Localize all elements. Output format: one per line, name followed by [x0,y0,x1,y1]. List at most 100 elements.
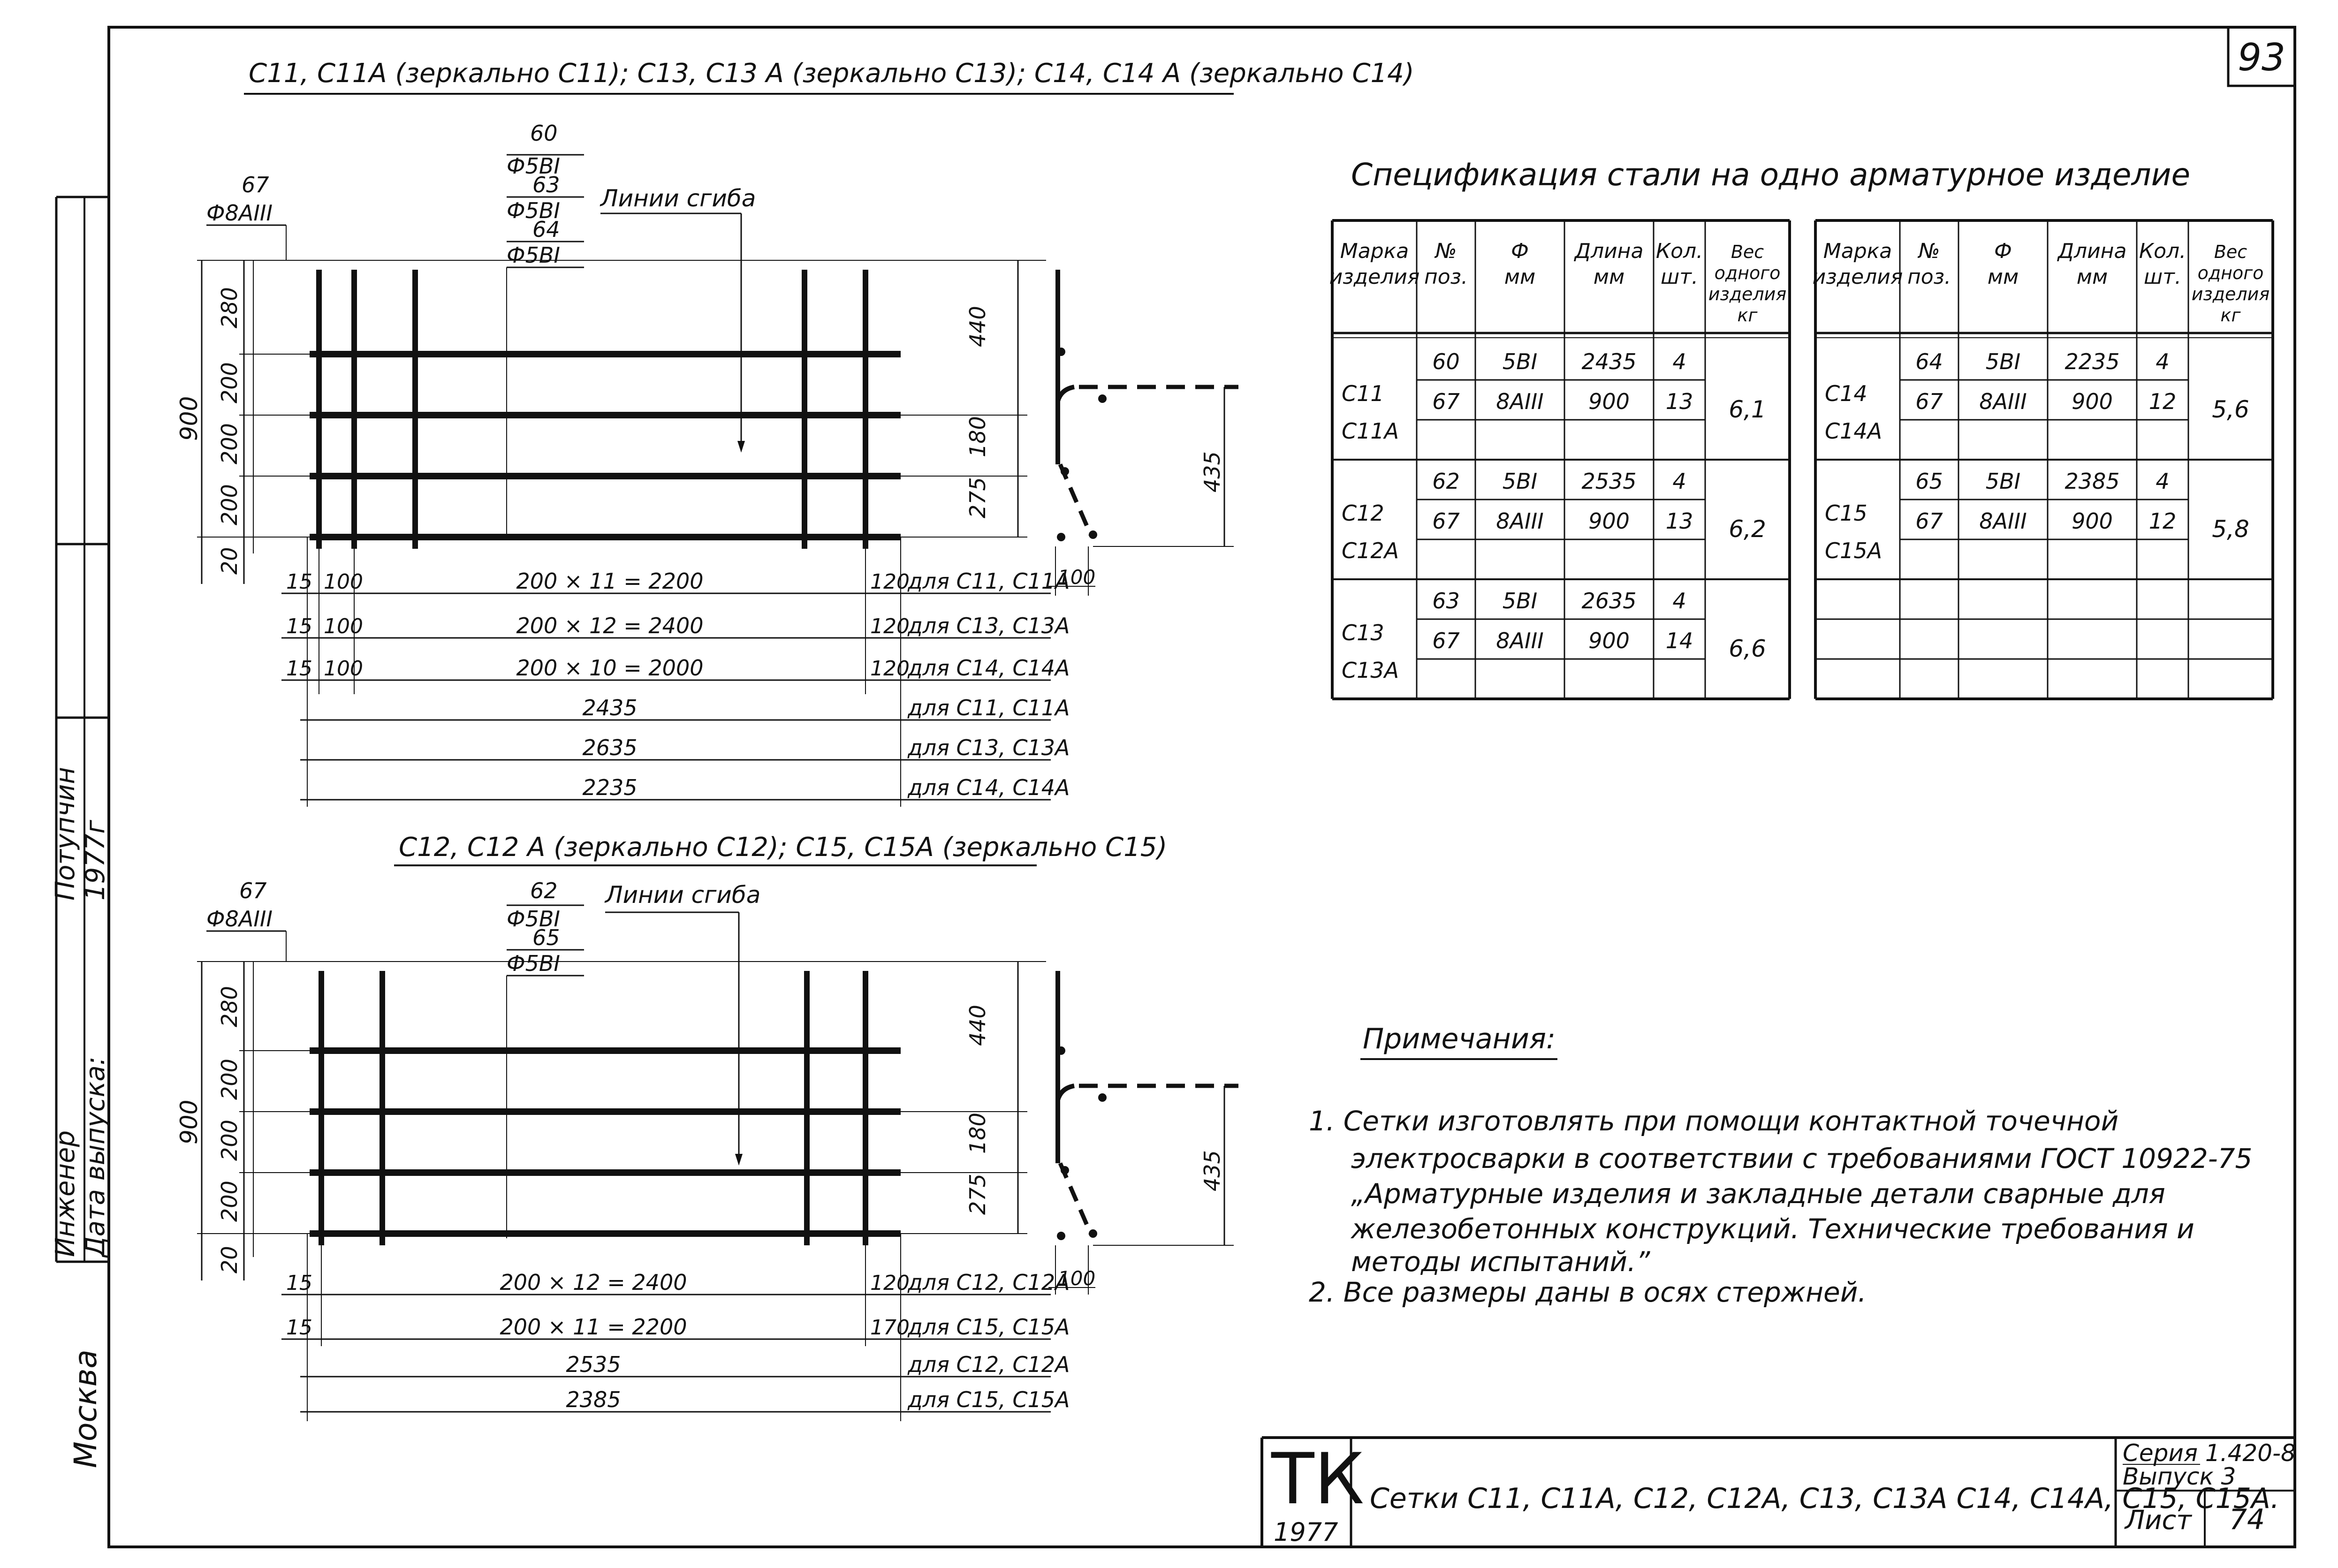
spec-left-mark: С12А [1342,538,1399,563]
b-left-dim-200c: 200 [217,1181,242,1222]
bar-pos-60: 60 [530,121,558,146]
spec-right-cell: 12 [2149,508,2177,534]
top-total3-note: для С14, С14А [907,775,1070,800]
right-dim-180: 180 [965,416,990,457]
spec-left-cell: 900 [1588,628,1630,653]
spec-right-cell: 5ВI [1986,469,2020,494]
b-bar-spec-2: Ф5ВI [507,951,560,976]
spec-left-cell: 4 [1672,588,1686,614]
spec-right-cell: 2235 [2065,349,2119,374]
top-row1-end: 120 [870,570,910,594]
bot-row1-middle: 200 × 12 = 2400 [500,1270,687,1295]
spec-section: Спецификация стали на одно арматурное из… [1329,157,2274,700]
spec-left-cell: 5ВI [1503,588,1537,614]
spec-left-cell: 14 [1666,628,1693,653]
spec-left-header-2: Ф [1511,239,1529,263]
spec-tables: Маркаизделия№поз.ФммДлинаммКол.шт.Весодн… [1329,219,2274,700]
spec-left-cell: 4 [1672,349,1686,374]
spec-left-header-5: кг [1738,305,1758,326]
profile-base-100: 100 [1058,566,1095,589]
top-total1: 2435 [582,695,637,720]
b-right-dim-275: 275 [965,1174,990,1215]
stamp-series: Серия 1.420-8 [2123,1439,2296,1467]
spec-right-cell: 8АIII [1979,508,2027,534]
spec-left-header-5: одного [1715,263,1781,283]
stamp-title: Сетки С11, С11А, С12, С12А, С13, С13А С1… [1370,1482,2279,1515]
spec-left-mark: С11А [1342,418,1399,444]
spec-left-cell: 67 [1432,628,1460,653]
bot-row1-end: 120 [870,1271,910,1295]
spec-right-header-4: Кол. [2139,239,2186,263]
spec-left-cell: 8АIII [1496,628,1543,653]
stamp-logo: ТК [1271,1439,1364,1520]
bot-row2-end: 170 [870,1316,910,1340]
spec-right-cell: 8АIII [1979,389,2027,414]
engineer-name: Потупчин [50,767,81,901]
rebar-67-spec: Ф8АIII [206,200,273,226]
spec-right-header-1: № [1917,239,1940,263]
spec-right-weight: 5,6 [2212,396,2249,423]
spec-left-header-1: поз. [1424,265,1468,289]
spec-right-cell: 4 [2156,349,2169,374]
bar-spec-1: Ф5ВI [507,153,560,179]
spec-left-header-5: Вес [1731,242,1764,262]
spec-left-header-1: № [1434,239,1457,263]
left-dim-280: 280 [217,287,242,328]
bar-pos-63: 63 [532,172,560,197]
spec-left-header-4: Кол. [1656,239,1703,263]
spec-left-mark: С12 [1342,500,1384,526]
date-value: 1977г [80,819,111,901]
b-bar-pos-65: 65 [532,925,560,950]
note-line-1: 1. Сетки изготовлять при помощи контактн… [1309,1105,2118,1137]
top-row2-start: 100 [324,614,363,638]
spec-right-header-3: Длина [2057,239,2127,263]
b-profile-dim-435: 435 [1199,1150,1225,1191]
top-row2-note: для С13, С13А [907,613,1070,638]
spec-right-header-0: изделия [1813,265,1903,289]
spec-right-cell: 2385 [2065,469,2119,494]
page-number-box: 93 [2227,26,2296,87]
profile-dim-435: 435 [1199,451,1225,492]
spec-right-cell: 64 [1915,349,1943,374]
spec-left-cell: 900 [1588,389,1630,414]
spec-right-weight: 5,8 [2212,515,2249,543]
b-left-dim-20: 20 [217,1246,242,1273]
spec-left-cell: 2635 [1581,588,1636,614]
spec-right-cell: 65 [1915,469,1943,494]
right-dim-440: 440 [965,306,990,347]
spec-left-cell: 4 [1672,469,1686,494]
bot-row2-off: 15 [286,1316,312,1340]
b-left-dim-200a: 200 [217,1059,242,1100]
spec-left-header-2: мм [1504,265,1535,289]
b-bend-lines-label: Линии сгиба [604,881,760,909]
spec-left-cell: 67 [1432,508,1460,534]
bottom-mesh-drawing: С12, С12 А (зеркально С12); С15, С15А (з… [175,832,1238,1421]
date-label: Дата выпуска: [80,1056,111,1258]
bot-total1-note: для С12, С12А [907,1352,1070,1377]
stamp-sheet-no: 74 [2229,1503,2265,1536]
bot-total1: 2535 [566,1352,621,1377]
top-row3-off: 15 [286,657,312,681]
spec-right-header-1: поз. [1907,265,1951,289]
bottom-title: С12, С12 А (зеркально С12); С15, С15А (з… [399,832,1167,863]
right-dim-275: 275 [965,477,990,518]
spec-right-cell: 12 [2149,389,2177,414]
spec-left-cell: 5ВI [1503,469,1537,494]
note-line-6: 2. Все размеры даны в осях стержней. [1309,1276,1867,1308]
note-line-2: электросварки в соответствии с требовани… [1351,1143,2252,1174]
b-total-height: 900 [175,1100,203,1144]
left-dim-200a: 200 [217,362,242,403]
spec-left-header-3: Длина [1574,239,1644,263]
spec-left-header-0: Марка [1340,239,1409,263]
spec-left-cell: 67 [1432,389,1460,414]
spec-right-header-2: мм [1988,265,2019,289]
top-title: С11, С11А (зеркально С11); С13, С13 А (з… [249,58,1414,89]
top-total2-note: для С13, С13А [907,735,1070,760]
b-bar-pos-62: 62 [530,878,558,903]
top-row1-off: 15 [286,570,312,594]
spec-right-header-3: мм [2077,265,2108,289]
spec-right-mark: С15А [1825,538,1882,563]
bar-spec-3: Ф5ВI [507,242,560,268]
stamp-year: 1977 [1274,1517,1338,1547]
